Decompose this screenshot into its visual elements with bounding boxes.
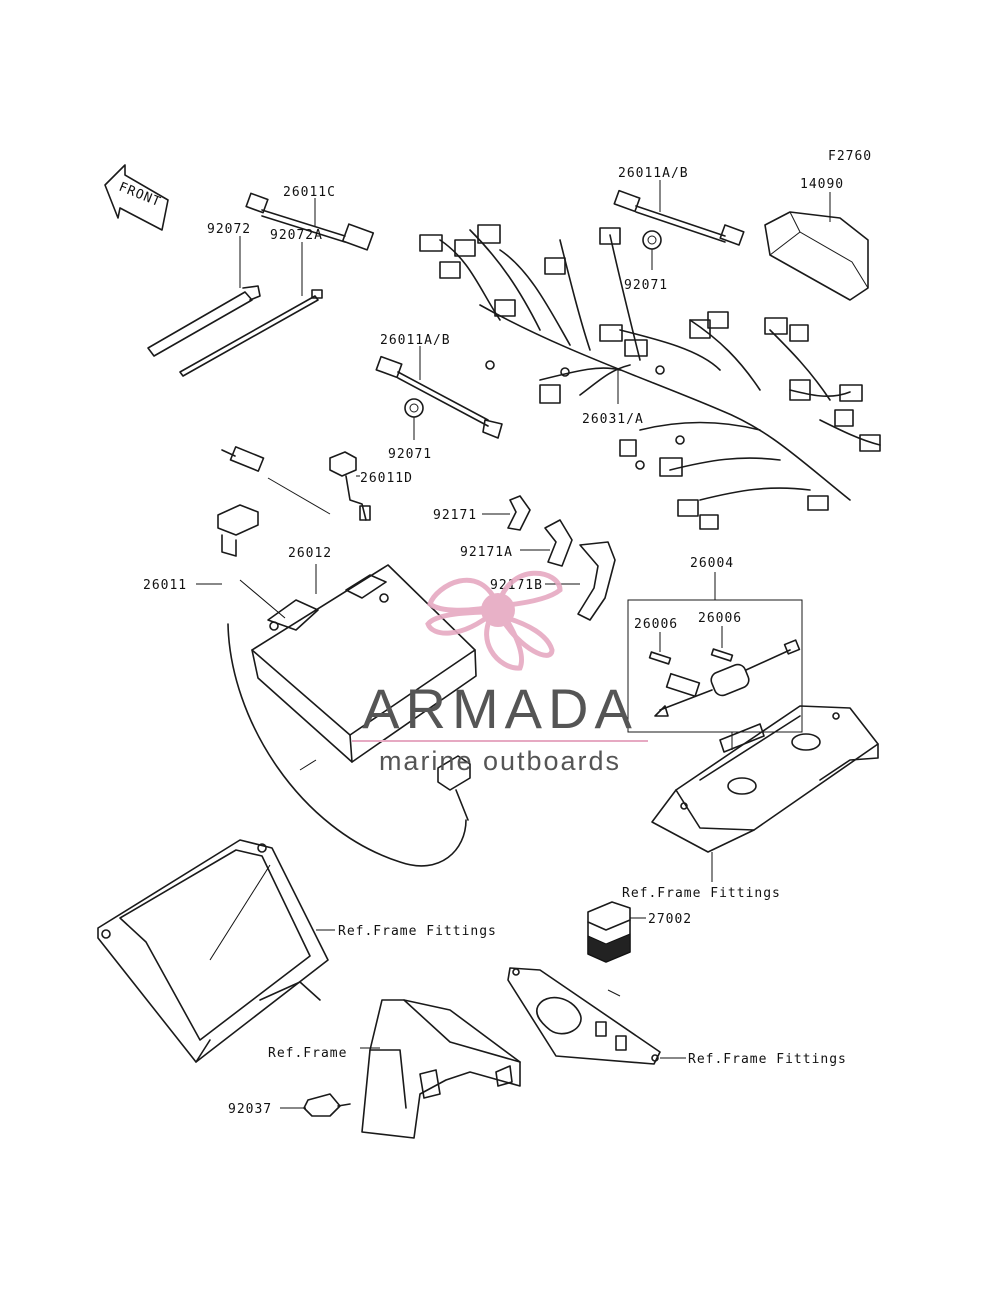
- grommet-92071-mid: [404, 398, 424, 440]
- label-26012: 26012: [288, 546, 332, 561]
- label-26011c: 26011C: [283, 185, 336, 200]
- fuse-26006-b: [710, 626, 734, 662]
- label-26011: 26011: [143, 578, 187, 593]
- label-26011d: 26011D: [360, 471, 413, 486]
- lead-26011ab-mid: [375, 346, 503, 439]
- label-26031a: 26031/A: [582, 412, 644, 427]
- group-26004: [627, 572, 803, 750]
- label-92037: 92037: [228, 1102, 272, 1117]
- label-ref-frame-fittings-2: Ref.Frame Fittings: [622, 886, 781, 901]
- watermark-brand: ARMADA: [362, 677, 638, 740]
- front-arrow-icon: FRONT: [104, 164, 169, 231]
- label-26006-a: 26006: [634, 617, 678, 632]
- frame-section: [360, 999, 521, 1139]
- mounting-plate: [507, 967, 686, 1065]
- fuse-holder: [654, 639, 801, 717]
- battery-cable: [227, 623, 471, 867]
- figure-code: F2760: [828, 149, 872, 164]
- clamp-92171: [482, 495, 531, 531]
- clamp-92037: [280, 1093, 351, 1117]
- label-92071-mid: 92071: [388, 447, 432, 462]
- armada-watermark: ARMADA marine outboards: [352, 570, 648, 776]
- clamp-92171b: [545, 541, 616, 621]
- cover-14090: [764, 192, 869, 301]
- main-harness-26031a: [419, 224, 881, 530]
- harness-26011c: [245, 192, 375, 251]
- watermark-tagline: marine outboards: [379, 746, 621, 776]
- battery-26012: [239, 564, 477, 763]
- battery-case: [97, 839, 335, 1063]
- label-27002: 27002: [648, 912, 692, 927]
- label-ref-frame-fittings-3: Ref.Frame Fittings: [688, 1052, 847, 1067]
- relay-26011d: [329, 451, 371, 521]
- clamp-92171a: [520, 519, 573, 567]
- label-92072: 92072: [207, 222, 251, 237]
- label-26011ab-mid: 26011A/B: [380, 333, 451, 348]
- label-ref-frame: Ref.Frame: [268, 1046, 347, 1061]
- starter-lead: [221, 446, 331, 515]
- label-ref-frame-fittings-1: Ref.Frame Fittings: [338, 924, 497, 939]
- label-92171: 92171: [433, 508, 477, 523]
- label-92171a: 92171A: [460, 545, 513, 560]
- lead-26011ab-top: [613, 180, 745, 246]
- label-14090: 14090: [800, 177, 844, 192]
- label-26004: 26004: [690, 556, 734, 571]
- frame-bracket: [651, 705, 879, 882]
- label-26011ab-top: 26011A/B: [618, 166, 689, 181]
- fuse-26006-a: [648, 632, 672, 665]
- label-92072a: 92072A: [270, 228, 323, 243]
- label-26006-b: 26006: [698, 611, 742, 626]
- terminal-26011: [196, 504, 259, 585]
- cable-tie-92072a: [179, 242, 323, 377]
- propeller-logo-icon: [425, 570, 563, 671]
- grommet-92071-top: [642, 230, 662, 270]
- label-92071-top: 92071: [624, 278, 668, 293]
- cable-tie-92072: [147, 236, 261, 357]
- relay-27002: [587, 901, 646, 997]
